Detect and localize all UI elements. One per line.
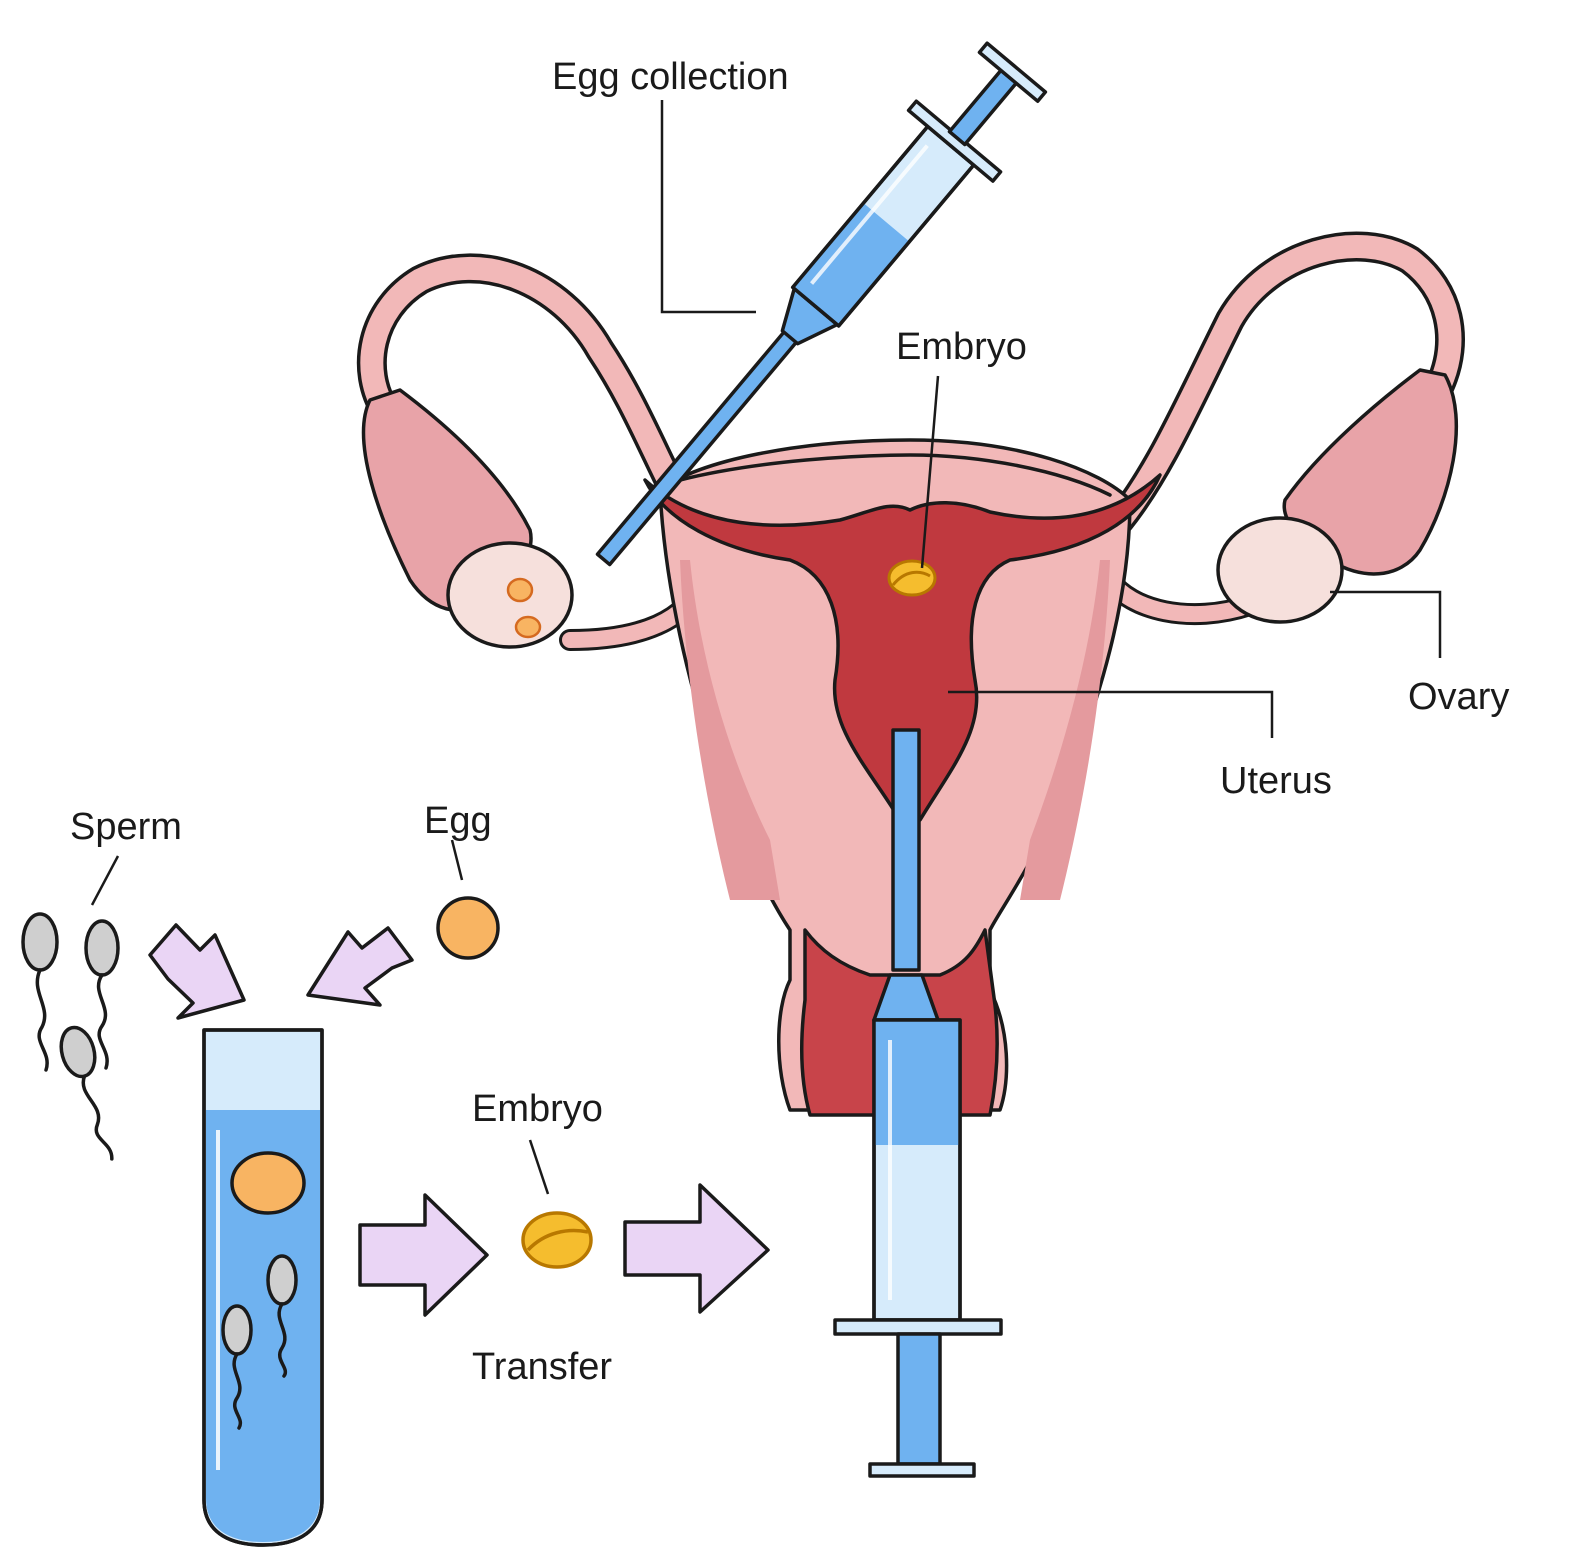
uterus-leader [948, 690, 1274, 738]
embryo-top-label: Embryo [896, 326, 1027, 368]
embryo-to-uterus-arrow [623, 1183, 770, 1314]
left-ovary [446, 541, 574, 649]
sperm-cells [21, 912, 120, 1161]
embryo-bottom-leader [528, 1139, 550, 1195]
egg-cell-icon [436, 896, 500, 960]
egg-to-tube-arrow [306, 926, 414, 1007]
egg-collection-label: Egg collection [552, 56, 789, 98]
sperm-cell-icon [59, 1025, 114, 1161]
ovary-label: Ovary [1408, 676, 1510, 718]
sperm-cell-icon [21, 912, 59, 1072]
sperm-label: Sperm [70, 806, 182, 848]
sperm-to-tube-arrow [148, 923, 246, 1020]
uterine-cavity [643, 473, 1162, 822]
transfer-syringe-icon [833, 728, 1003, 1478]
tube-sperm-icon [221, 1304, 253, 1430]
ovary-leader [1330, 590, 1442, 658]
tube-egg-icon [230, 1151, 306, 1215]
embryo-top-leader [920, 375, 940, 569]
embryo-icon [521, 1211, 593, 1269]
egg-collection-syringe-icon [595, 41, 1048, 567]
tube-sperm-icon [266, 1254, 298, 1378]
embryo-bottom-label: Embryo [472, 1088, 603, 1130]
right-ovary [1216, 516, 1344, 624]
uterus-label: Uterus [1220, 760, 1332, 802]
sperm-leader [90, 855, 120, 906]
sperm-cell-icon [84, 919, 120, 1070]
transfer-label: Transfer [472, 1346, 613, 1388]
test-tube-icon [202, 1028, 324, 1547]
egg-label: Egg [424, 800, 492, 842]
implanted-embryo-icon [887, 559, 937, 597]
tube-to-embryo-arrow [358, 1193, 489, 1317]
egg-collection-leader [660, 100, 756, 314]
egg-leader [450, 839, 464, 881]
